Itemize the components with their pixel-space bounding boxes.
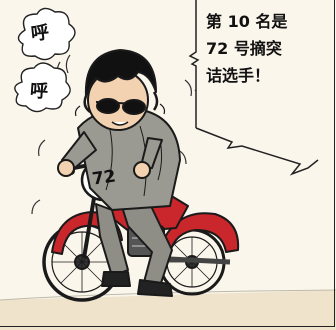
caption-line-1: 第 10 名是	[206, 12, 288, 31]
caption-box	[188, 0, 336, 176]
rider	[57, 49, 181, 297]
sfx-cloud-2	[14, 62, 71, 113]
caption-line-2: 72 号摘突	[206, 39, 282, 58]
caption-text: 第 10 名是 72 号摘突 诘选手！	[206, 8, 316, 89]
sfx-cloud-1	[17, 7, 76, 61]
caption-line-3: 诘选手！	[206, 66, 271, 85]
sfx-huff-2: 呼	[29, 80, 49, 103]
sfx-huff-1: 呼	[29, 22, 50, 45]
